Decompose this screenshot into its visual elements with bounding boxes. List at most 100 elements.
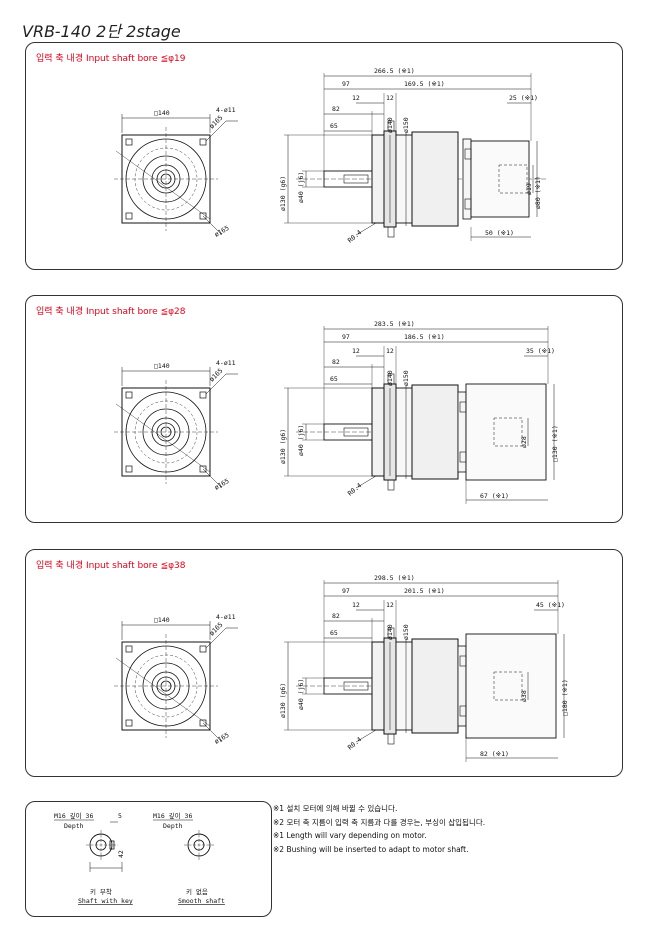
- dim-phi130: ø130 (g6): [279, 176, 287, 211]
- square-label: □140: [154, 362, 170, 370]
- dim-65: 65: [330, 629, 338, 637]
- dim-flange-width: 25 (※1): [509, 94, 538, 102]
- note-ko-1: ※1 설치 모터에 의해 바뀔 수 있습니다.: [273, 804, 398, 813]
- note-ko-2: ※2 모터 축 지름이 입력 축 지름과 다를 경우는, 부싱이 삽입됩니다.: [273, 818, 486, 827]
- dim-phi130: ø130 (g6): [279, 683, 287, 718]
- dim-42-label: 42: [117, 850, 125, 858]
- dim-motor-bore: ø28: [520, 436, 528, 448]
- dim-phi150: ø150: [402, 117, 410, 133]
- pcd-label-top: ø165: [208, 621, 225, 638]
- holes-label: 4-ø11: [216, 613, 236, 621]
- note-en-2: ※2 Bushing will be inserted to adapt to …: [273, 845, 469, 854]
- square-label: □140: [154, 109, 170, 117]
- shaft-detail-panel: M16 깊이 36 Depth 5 42 키 부착 Shaft with key…: [25, 801, 272, 917]
- dim-phi140: ø140: [386, 624, 394, 640]
- page-title: VRB-140 2단 2stage: [22, 22, 181, 41]
- dim-motor-pilot: □130 (※1): [551, 425, 559, 462]
- dim-phi130: ø130 (g6): [279, 429, 287, 464]
- pcd-label-bottom: ø165: [213, 731, 231, 746]
- drawing-panel-2: 입력 축 내경 Input shaft bore ≦φ28 □140 4-: [25, 295, 623, 523]
- dim-65: 65: [330, 375, 338, 383]
- gearbox-body: [411, 131, 459, 227]
- side-view: [284, 580, 565, 762]
- left-depth-label: Depth: [64, 822, 84, 830]
- dim-97: 97: [342, 333, 350, 341]
- holes-label: 4-ø11: [216, 359, 236, 367]
- dim-12a: 12: [352, 347, 360, 355]
- smooth-shaft-en-label: Smooth shaft: [178, 897, 225, 905]
- dim-bottom: 82 (※1): [480, 750, 509, 758]
- shaft-key: [343, 174, 369, 184]
- drawing-panel-3: 입력 축 내경 Input shaft bore ≦φ38 □140 4-: [25, 549, 623, 777]
- smooth-shaft-outline: [187, 833, 211, 857]
- gearbox-drawing: □140 4-ø11 ø165 ø165: [114, 67, 546, 245]
- dim-phi140: ø140: [386, 370, 394, 386]
- gearbox-drawing: □140 4-ø11 ø165 ø165: [114, 574, 569, 762]
- front-view: [114, 367, 238, 489]
- dim-flange-width: 35 (※1): [526, 347, 555, 355]
- dim-bottom: 67 (※1): [480, 492, 509, 500]
- dim-r04: R0.4: [346, 481, 363, 497]
- gearbox-body: [411, 638, 459, 734]
- keyed-shaft-ko-label: 키 부착: [90, 887, 112, 896]
- smooth-shaft-ko-label: 키 없음: [186, 887, 208, 896]
- dim-phi40: ø40 (j6): [297, 172, 305, 203]
- gearbox-drawing: □140 4-ø11 ø165 ø165: [114, 320, 559, 504]
- dim-82: 82: [332, 358, 340, 366]
- motor-adapter: [465, 383, 547, 481]
- dim-motor-bore: ø38: [520, 690, 528, 702]
- dim-motor-bore: ø19: [525, 183, 533, 195]
- front-view: [114, 114, 238, 236]
- gearbox-body: [411, 384, 459, 480]
- dim-phi40: ø40 (j6): [297, 425, 305, 456]
- dim-12a: 12: [352, 601, 360, 609]
- dim-65: 65: [330, 122, 338, 130]
- side-view: [284, 326, 555, 504]
- dim-97: 97: [342, 587, 350, 595]
- dim-82: 82: [332, 105, 340, 113]
- dim-phi150: ø150: [402, 370, 410, 386]
- square-label: □140: [154, 616, 170, 624]
- pcd-label-top: ø165: [208, 367, 225, 384]
- left-tap-label: M16 깊이 36: [54, 811, 93, 820]
- dim-5-label: 5: [118, 812, 122, 820]
- front-view: [114, 621, 238, 743]
- dim-right: 201.5 (※1): [404, 587, 445, 595]
- pcd-label-bottom: ø165: [213, 477, 231, 492]
- dim-97: 97: [342, 80, 350, 88]
- input-bore-label: 입력 축 내경 Input shaft bore ≦φ38: [36, 561, 186, 571]
- keyed-shaft-outline: [89, 833, 113, 857]
- drawing-panel-1: 입력 축 내경 Input shaft bore ≦φ19 □140 4-: [25, 42, 623, 270]
- input-bore-label: 입력 축 내경 Input shaft bore ≦φ28: [36, 307, 186, 317]
- side-view: [284, 73, 546, 241]
- shaft-key: [343, 681, 369, 691]
- dim-phi140: ø140: [386, 117, 394, 133]
- dim-right: 169.5 (※1): [404, 80, 445, 88]
- dim-12b: 12: [386, 601, 394, 609]
- note-en-1: ※1 Length will vary depending on motor.: [273, 831, 427, 840]
- dim-flange-width: 45 (※1): [536, 601, 565, 609]
- holes-label: 4-ø11: [216, 106, 236, 114]
- dim-phi150: ø150: [402, 624, 410, 640]
- dim-r04: R0.4: [346, 228, 363, 244]
- dim-12b: 12: [386, 347, 394, 355]
- right-depth-label: Depth: [163, 822, 183, 830]
- dim-motor-pilot: ø80 (※1): [534, 176, 542, 209]
- shaft-key: [343, 427, 369, 437]
- shaft-detail-drawing: M16 깊이 36 Depth 5 42 키 부착 Shaft with key…: [54, 811, 225, 905]
- dim-total: 266.5 (※1): [374, 67, 415, 75]
- right-tap-label: M16 깊이 36: [153, 811, 192, 820]
- input-bore-label: 입력 축 내경 Input shaft bore ≦φ19: [36, 54, 186, 64]
- dim-total: 298.5 (※1): [374, 574, 415, 582]
- motor-adapter: [465, 633, 557, 739]
- dim-bottom: 50 (※1): [485, 229, 514, 237]
- dim-82: 82: [332, 612, 340, 620]
- dim-r04: R0.4: [346, 735, 363, 751]
- dim-right: 186.5 (※1): [404, 333, 445, 341]
- dim-total: 283.5 (※1): [374, 320, 415, 328]
- dim-motor-pilot: □180 (※1): [561, 679, 569, 716]
- pcd-label-bottom: ø165: [213, 224, 231, 239]
- dim-12a: 12: [352, 94, 360, 102]
- pcd-label-top: ø165: [208, 114, 225, 131]
- motor-adapter: [470, 140, 530, 218]
